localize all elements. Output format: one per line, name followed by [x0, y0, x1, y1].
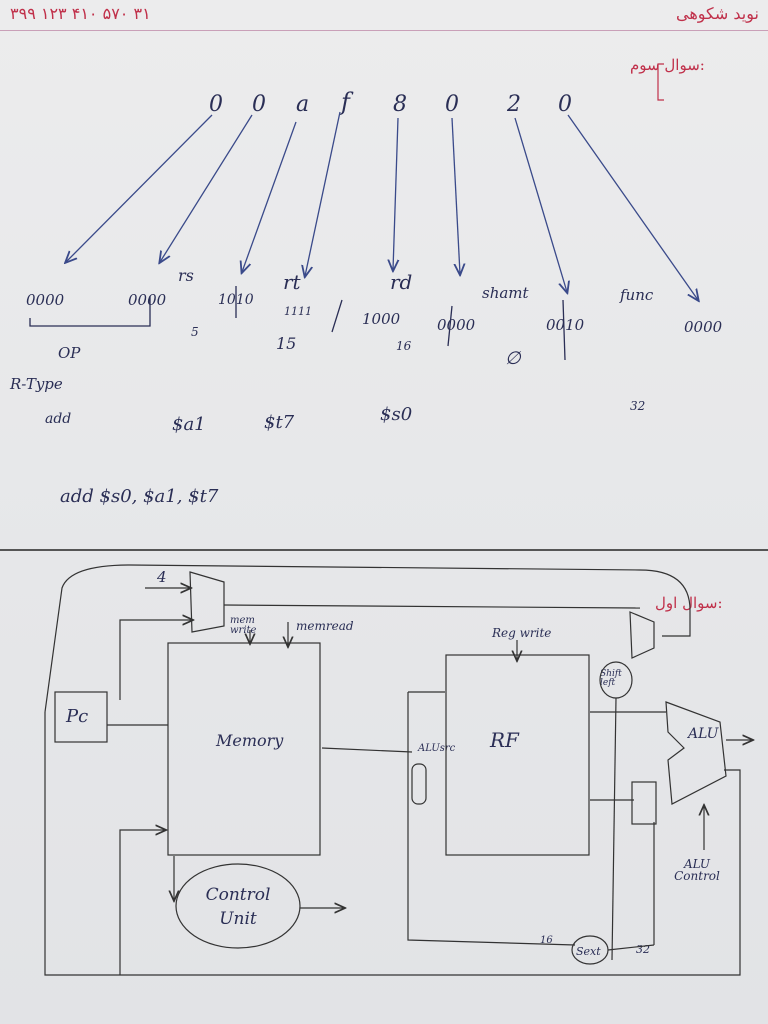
- rf-box: [446, 655, 589, 855]
- arrow-digit-5: [393, 118, 398, 270]
- alu-shape: [666, 702, 726, 804]
- arrow-digit-1: [66, 115, 212, 262]
- memory-box: [168, 643, 320, 855]
- control-unit-shape: [176, 864, 300, 948]
- arrow-digit-2: [160, 115, 252, 262]
- arrow-digit-4: [305, 112, 340, 276]
- pc-adder: [190, 572, 224, 632]
- alusrc-mux: [412, 764, 426, 804]
- shift-left-unit: [600, 662, 632, 698]
- pc-box: [55, 692, 107, 742]
- arrow-digit-7: [515, 118, 567, 292]
- alu-mux: [632, 782, 656, 824]
- op-underline: [30, 296, 150, 326]
- arrow-digit-6: [452, 118, 460, 274]
- sext-unit: [572, 936, 608, 964]
- arrow-digit-3: [242, 122, 296, 272]
- arrow-digit-8: [568, 115, 698, 300]
